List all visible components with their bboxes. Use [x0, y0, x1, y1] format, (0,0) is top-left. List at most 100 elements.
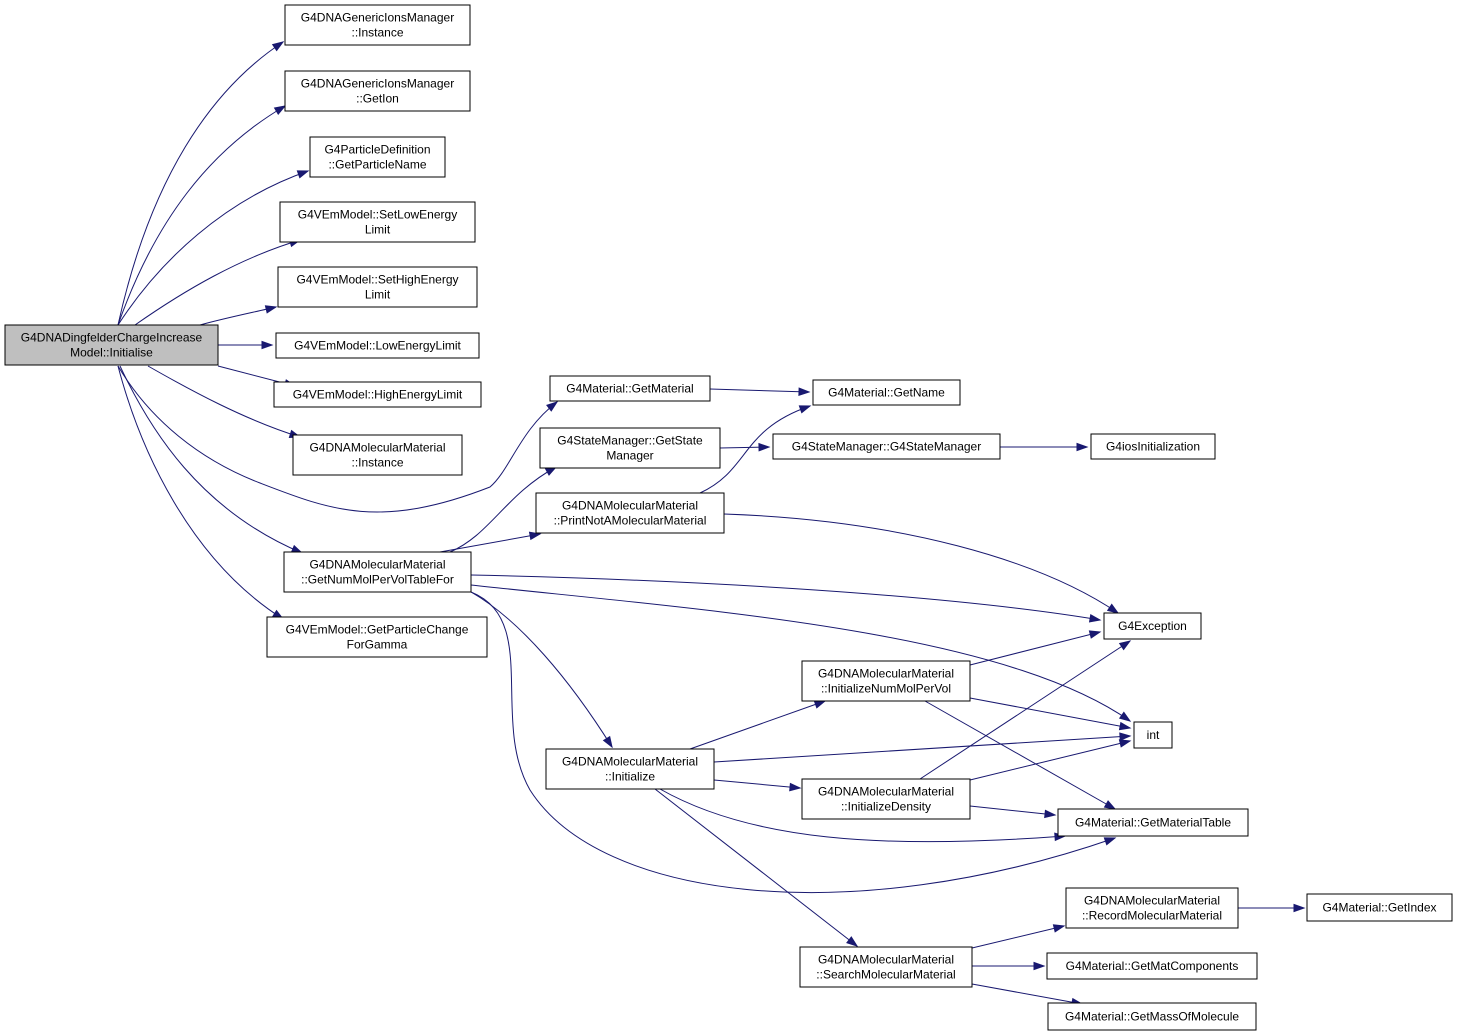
edge-searchmm-to-massmol [971, 983, 1084, 1007]
arrowhead-icon [271, 41, 285, 52]
edge-line [971, 925, 1065, 949]
node-highlimit[interactable]: G4VEmModel::HighEnergyLimit [273, 381, 482, 408]
edge-root-to-pcgamma [117, 365, 285, 620]
edge-line [924, 700, 1116, 810]
node-mat_getname[interactable]: G4Material::GetName [812, 379, 961, 406]
edge-line [969, 697, 1131, 729]
node-gim_getion[interactable]: G4DNAGenericIonsManager::GetIon [284, 70, 471, 112]
node-massmol[interactable]: G4Material::GetMassOfMolecule [1047, 1002, 1257, 1031]
arrowhead-icon [1293, 903, 1306, 913]
arrowhead-icon [296, 170, 310, 179]
edge-line [147, 365, 301, 438]
edge-searchmm-to-matcomp [972, 961, 1046, 971]
arrowhead-icon [546, 401, 559, 412]
arrowhead-icon [846, 936, 859, 947]
node-pd_getname[interactable]: G4ParticleDefinition::GetParticleName [309, 136, 446, 178]
node-getnummol[interactable]: G4DNAMolecularMaterial::GetNumMolPerVolT… [283, 551, 472, 593]
edge-recordmm-to-getindex [1238, 903, 1306, 913]
node-box [283, 551, 472, 593]
node-box [799, 946, 973, 988]
edge-line [117, 41, 284, 326]
node-g4exception[interactable]: G4Exception [1103, 612, 1202, 640]
edge-initnummol-to-int [969, 697, 1132, 731]
arrowhead-icon [789, 782, 802, 792]
node-mat_getmaterial[interactable]: G4Material::GetMaterial [549, 375, 711, 402]
node-label: ::Initialize [605, 770, 655, 784]
arrowhead-icon [813, 700, 827, 709]
edge-getnummol-to-g4exception [470, 574, 1102, 623]
edge-root-to-setlow [134, 238, 302, 326]
node-label: G4Material::GetName [828, 386, 945, 400]
node-recordmm[interactable]: G4DNAMolecularMaterial::RecordMolecularM… [1065, 887, 1239, 929]
node-label: G4Material::GetMaterialTable [1075, 816, 1231, 830]
node-getindex[interactable]: G4Material::GetIndex [1306, 893, 1453, 922]
node-box [1047, 1002, 1257, 1031]
node-label: Limit [365, 223, 391, 237]
edge-line [470, 591, 613, 748]
node-dmm_instance[interactable]: G4DNAMolecularMaterial::Instance [292, 434, 463, 476]
node-label: ::InitializeDensity [841, 800, 931, 814]
node-root[interactable]: G4DNADingfelderChargeIncreaseModel::Init… [4, 324, 219, 366]
node-label: ::Instance [351, 456, 403, 470]
edge-mat_getmaterial-to-mat_getname [709, 387, 811, 396]
edge-line [723, 513, 1119, 614]
node-searchmm[interactable]: G4DNAMolecularMaterial::SearchMolecularM… [799, 946, 973, 988]
node-matcomp[interactable]: G4Material::GetMatComponents [1046, 952, 1258, 980]
arrowhead-icon [1033, 961, 1046, 971]
node-printnot[interactable]: G4DNAMolecularMaterial::PrintNotAMolecul… [535, 492, 725, 534]
node-sm_ctor[interactable]: G4StateManager::G4StateManager [772, 433, 1001, 460]
node-initdensity[interactable]: G4DNAMolecularMaterial::InitializeDensit… [801, 778, 971, 820]
node-label: G4Material::GetMaterial [566, 382, 693, 396]
edge-line [470, 584, 1131, 722]
edge-initnummol-to-g4exception [969, 630, 1102, 666]
node-label: G4Exception [1118, 619, 1187, 633]
node-label: ::GetParticleName [328, 158, 426, 172]
node-label: Manager [606, 449, 653, 463]
node-gim_instance[interactable]: G4DNAGenericIonsManager::Instance [284, 4, 471, 46]
edge-printnot-to-g4exception [723, 513, 1120, 614]
node-label: G4VEmModel::HighEnergyLimit [293, 388, 463, 402]
edge-getnummol-to-mattable [470, 591, 1117, 893]
node-box [801, 660, 971, 702]
arrowhead-icon [273, 105, 287, 116]
node-label: G4DNAMolecularMaterial [818, 785, 954, 799]
node-box [539, 427, 721, 469]
node-ios[interactable]: G4iosInitialization [1090, 433, 1216, 460]
node-box [279, 201, 476, 243]
node-box [309, 136, 446, 178]
node-label: G4VEmModel::SetLowEnergy [298, 208, 457, 222]
node-label: G4VEmModel::GetParticleChange [286, 623, 469, 637]
node-label: G4DNAGenericIonsManager [301, 77, 454, 91]
edge-initdensity-to-int [969, 739, 1132, 781]
edge-root-to-gim_getion [117, 105, 287, 326]
edge-sm_getsm-to-sm_ctor [719, 442, 771, 452]
node-label: G4ParticleDefinition [324, 143, 430, 157]
node-initialize[interactable]: G4DNAMolecularMaterial::Initialize [545, 748, 715, 790]
arrowhead-icon [261, 340, 274, 350]
node-lowlimit[interactable]: G4VEmModel::LowEnergyLimit [275, 332, 480, 359]
edge-line [654, 788, 858, 947]
arrowhead-icon [602, 735, 613, 749]
arrowhead-icon [1076, 442, 1089, 452]
node-mattable[interactable]: G4Material::GetMaterialTable [1057, 808, 1249, 837]
arrowhead-icon [1052, 924, 1066, 933]
arrowhead-icon [1103, 837, 1117, 846]
arrowhead-icon [264, 305, 278, 314]
node-label: G4DNAMolecularMaterial [309, 441, 445, 455]
node-int[interactable]: int [1133, 721, 1173, 749]
node-label: G4DNAGenericIonsManager [301, 11, 454, 25]
arrowhead-icon [1106, 603, 1120, 614]
arrowhead-icon [798, 387, 811, 396]
edge-line [117, 170, 309, 326]
edge-initdensity-to-mattable [969, 805, 1057, 819]
node-box [1046, 952, 1258, 980]
node-initnummol[interactable]: G4DNAMolecularMaterial::InitializeNumMol… [801, 660, 971, 702]
node-box [801, 778, 971, 820]
edge-line [199, 306, 277, 326]
node-box [1057, 808, 1249, 837]
arrowhead-icon [1118, 739, 1132, 748]
